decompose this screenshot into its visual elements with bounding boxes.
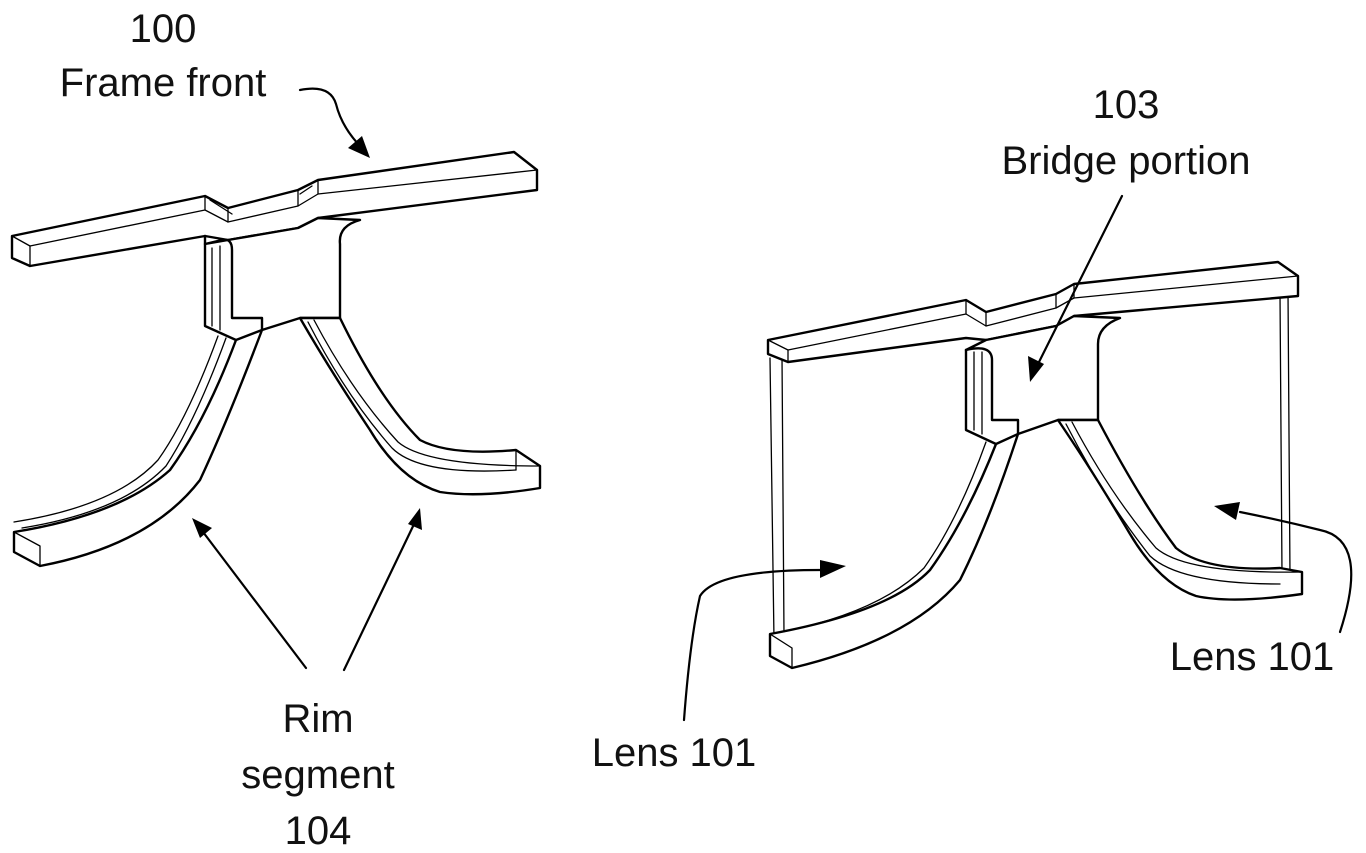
frame-front-number: 100 [130, 7, 197, 51]
leader-rim-right [344, 508, 422, 670]
leader-frame-front [300, 89, 370, 158]
frame-front-label: Frame front [60, 61, 267, 105]
lens-label-left: Lens 101 [592, 731, 757, 775]
frame-front-drawing [12, 152, 540, 566]
leader-rim-left [192, 518, 306, 668]
rim-segment-label-line2: segment [241, 753, 394, 797]
lens-label-right: Lens 101 [1170, 635, 1335, 679]
right-lens-outline [1288, 292, 1290, 576]
left-lens-outline [770, 358, 774, 640]
lens-frame-left-rim [770, 434, 1018, 668]
left-rim-segment [14, 330, 262, 566]
bridge-portion-label: Bridge portion [1001, 139, 1250, 183]
bridge-portion-number: 103 [1093, 83, 1160, 127]
rim-segment-number: 104 [285, 809, 352, 853]
right-rim-segment [300, 318, 540, 494]
frame-with-lenses-drawing [768, 262, 1302, 668]
rim-segment-label-line1: Rim [282, 697, 353, 741]
